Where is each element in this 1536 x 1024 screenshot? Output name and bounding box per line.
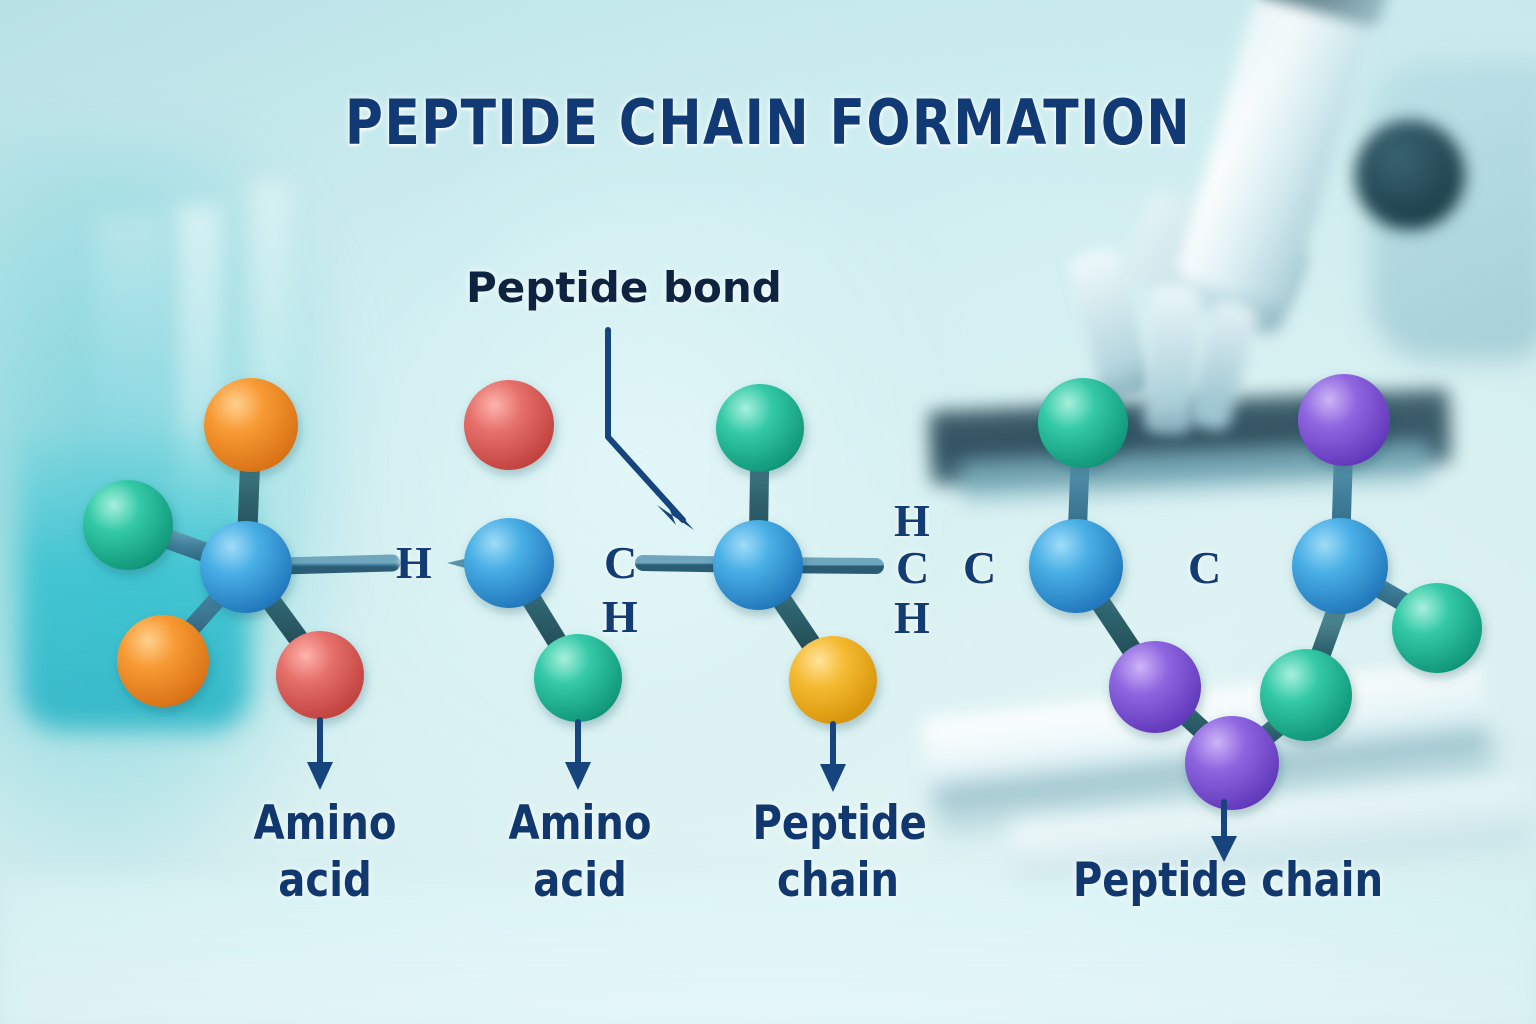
atom-teal-top-left-m4 (1038, 378, 1128, 468)
flask-neck (95, 215, 167, 465)
callout-peptide-bond: Peptide bond (466, 263, 782, 312)
page-title: PEPTIDE CHAIN FORMATION (344, 86, 1192, 159)
chem-label-c-right-2: C (963, 542, 997, 593)
atom-red-lower-right-m1 (276, 631, 364, 719)
atom-purple-mid-left-m4 (1109, 641, 1201, 733)
atom-carbon-center-m5 (1292, 518, 1388, 614)
atom-orange-top-m1 (204, 378, 298, 472)
atom-purple-top-right-m5 (1298, 374, 1390, 466)
chem-label-h-left: H (396, 537, 432, 588)
atom-carbon-center-m2 (464, 518, 554, 608)
label-peptide-chain-2: Peptide chain (1072, 853, 1384, 908)
chem-label-c-right-3: C (1188, 542, 1222, 593)
chem-label-h-top-right: H (894, 495, 930, 546)
atom-yellow-lower-right-m3 (789, 636, 877, 724)
atom-orange-lower-left-m1 (117, 615, 209, 707)
peptide-bond-arrow-line (605, 327, 686, 523)
microscope-focus-knob (1355, 120, 1465, 230)
atom-teal-top-m3 (716, 384, 804, 472)
annotation-arrowheads (307, 498, 1237, 862)
atom-carbon-center-m4 (1029, 519, 1123, 613)
label-amino-acid-1: Amino acid (253, 796, 397, 909)
atom-group (83, 374, 1482, 810)
peptide-bond-arrowhead (657, 498, 694, 530)
atom-carbon-center-m1 (200, 521, 292, 613)
label-amino-acid-2: Amino acid (508, 796, 652, 909)
chem-label-c-mid: C (604, 537, 638, 588)
atom-carbon-center-m3 (713, 520, 803, 610)
atom-teal-lower-right-m2 (534, 634, 622, 722)
atom-teal-mid-right-m5 (1260, 649, 1352, 741)
atom-red-top-m2 (464, 380, 554, 470)
lab-bench-surface (0, 880, 1536, 1024)
arrow-amino-acid-1-head (307, 762, 333, 790)
atom-teal-left-m1 (83, 480, 173, 570)
atom-teal-right-m5 (1392, 583, 1482, 673)
atom-purple-bottom-m4 (1185, 716, 1279, 810)
arrow-peptide-chain-1-head (820, 764, 846, 792)
arrow-peptide-chain-2-head (1211, 836, 1237, 862)
chem-label-h-bottom-right: H (894, 592, 930, 643)
arrow-amino-acid-2-head (565, 762, 591, 790)
label-peptide-chain-1: Peptide chain (752, 796, 927, 909)
chem-label-h-mid: H (602, 591, 638, 642)
chem-label-c-right-1: C (896, 542, 930, 593)
